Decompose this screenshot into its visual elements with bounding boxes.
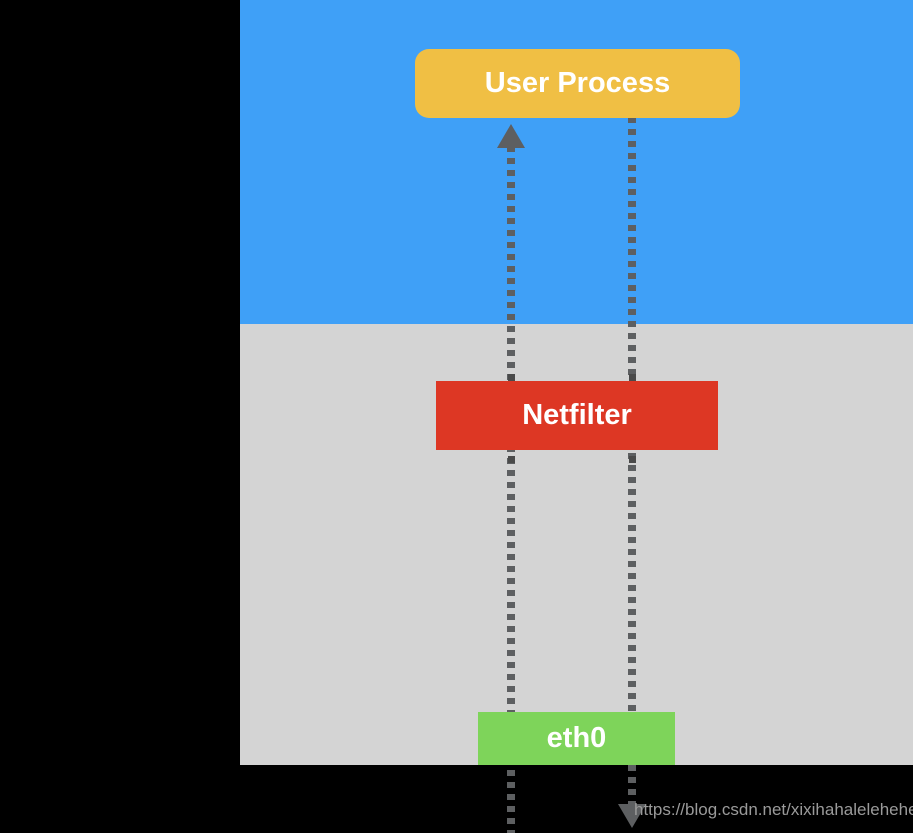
- selection-handle-netfilter-top-right[interactable]: [629, 374, 636, 381]
- node-netfilter-label: Netfilter: [522, 399, 632, 431]
- watermark-text: https://blog.csdn.net/xixihahalelehehe: [634, 800, 913, 819]
- outbound-arrow-down-icon: [618, 804, 646, 828]
- selection-handle-netfilter-bottom-left[interactable]: [508, 456, 515, 463]
- selection-handle-netfilter-top-left[interactable]: [508, 374, 515, 381]
- node-user-process[interactable]: User Process: [415, 49, 740, 118]
- node-user-process-label: User Process: [484, 67, 671, 99]
- node-netfilter[interactable]: Netfilter: [436, 381, 718, 450]
- node-eth0-label: eth0: [546, 722, 607, 754]
- inbound-arrow-up-icon: [497, 124, 525, 148]
- selection-handle-netfilter-bottom-right[interactable]: [629, 456, 636, 463]
- node-eth0[interactable]: eth0: [478, 712, 675, 765]
- inbound-flow-line: [507, 146, 515, 833]
